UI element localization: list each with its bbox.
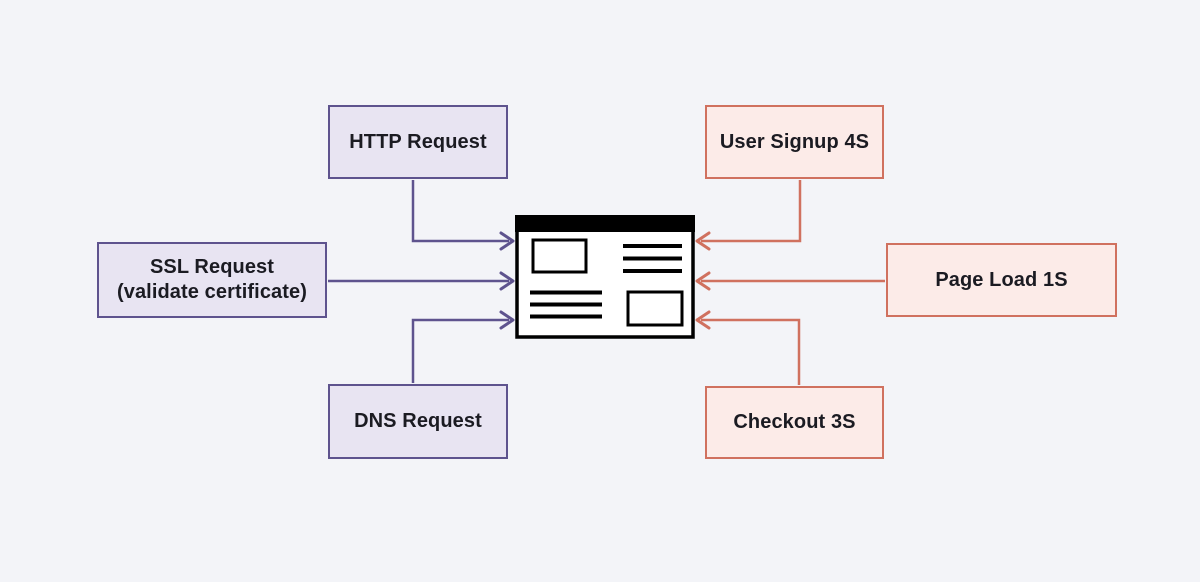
node-dns-request-label: DNS Request [354, 410, 482, 432]
node-http-request-label: HTTP Request [349, 130, 487, 153]
connector-ssl-to-browser [328, 271, 515, 291]
connector-checkout-to-browser [695, 310, 801, 385]
node-checkout: Checkout 3S [705, 386, 884, 459]
node-user-signup: User Signup 4S [705, 105, 884, 179]
connector-page-load-to-browser [695, 271, 885, 291]
node-ssl-request-label-line1: SSL Request [149, 256, 275, 278]
node-ssl-request-label-line2: (validate certificate) [116, 281, 308, 303]
node-http-request: HTTP Request [328, 105, 508, 179]
node-page-load: Page Load 1S [886, 243, 1117, 317]
connector-http-to-browser [411, 180, 515, 251]
connector-user-signup-to-browser [695, 180, 802, 251]
node-user-signup-label: User Signup 4S [719, 130, 870, 153]
node-page-load-label: Page Load 1S [935, 268, 1068, 291]
node-ssl-request: SSL Request (validate certificate) [97, 242, 327, 318]
node-dns-request: DNS Request [328, 384, 508, 459]
connector-dns-to-browser [411, 310, 515, 383]
node-checkout-label: Checkout 3S [733, 411, 856, 433]
browser-window-icon [515, 215, 695, 339]
